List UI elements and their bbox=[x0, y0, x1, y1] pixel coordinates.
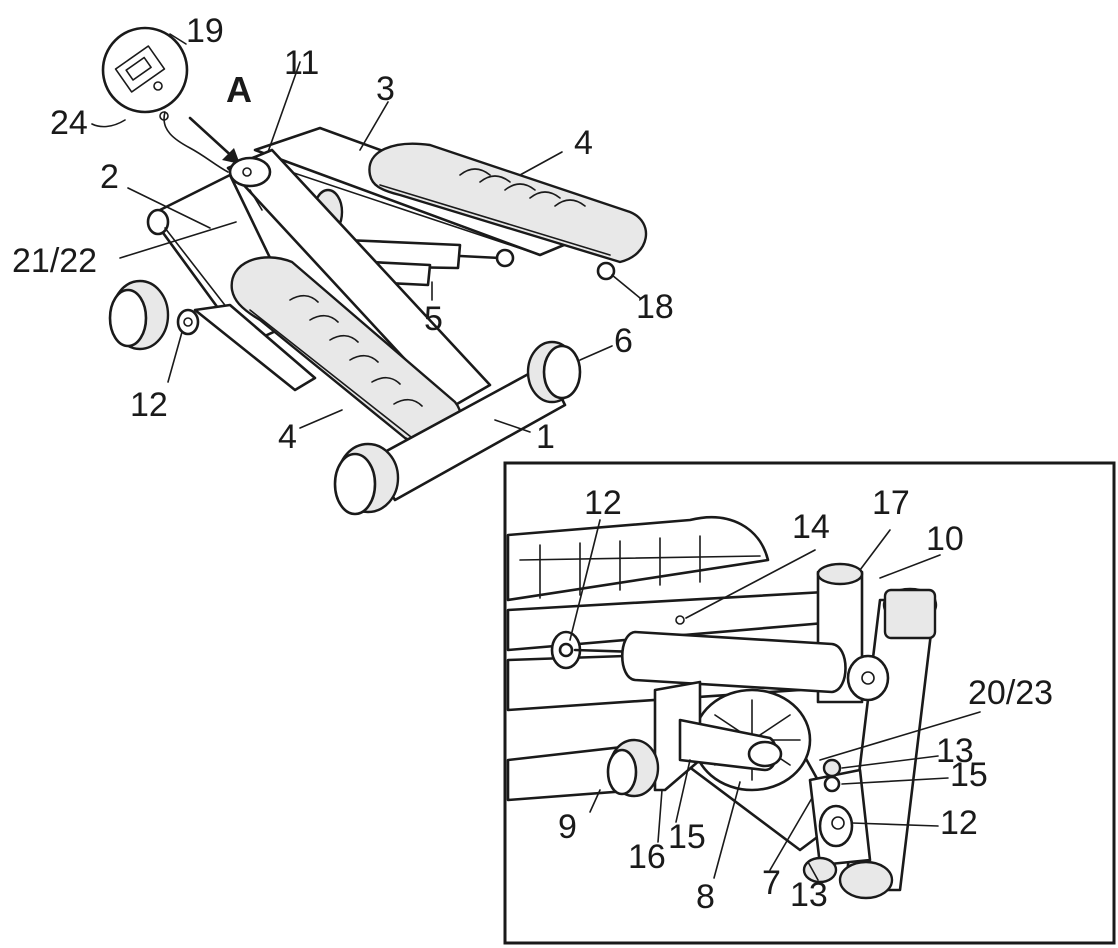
stepper-main-view bbox=[91, 26, 648, 516]
detail-label-13-lower: 13 bbox=[790, 876, 828, 914]
detail-label-13-upper: 13 bbox=[936, 732, 974, 770]
display-computer-icon bbox=[101, 26, 189, 114]
arrow-a-head-icon bbox=[222, 148, 240, 164]
label-6: 6 bbox=[614, 322, 633, 360]
label-3: 3 bbox=[376, 70, 395, 108]
detail-label-15-right: 15 bbox=[950, 756, 988, 794]
cap-17-icon bbox=[816, 562, 864, 586]
label-2: 2 bbox=[100, 158, 119, 196]
label-4-bottom: 4 bbox=[278, 418, 297, 456]
base-tube bbox=[333, 340, 582, 516]
label-21-22: 21/22 bbox=[12, 242, 98, 280]
bolt-12-icon bbox=[176, 308, 200, 336]
cable-plug-icon bbox=[159, 111, 169, 121]
detail-inset bbox=[503, 461, 1116, 945]
foot-cap-18 bbox=[596, 261, 616, 281]
detail-label-20-23: 20/23 bbox=[968, 674, 1054, 712]
label-19: 19 bbox=[186, 12, 224, 50]
nut-13-icon bbox=[822, 758, 842, 778]
washer-15-icon bbox=[823, 775, 841, 793]
label-11: 11 bbox=[284, 44, 320, 82]
detail-label-14: 14 bbox=[792, 508, 830, 546]
detail-label-9: 9 bbox=[558, 808, 577, 846]
label-12-main: 12 bbox=[130, 386, 168, 424]
bolt-12-detail-icon bbox=[831, 816, 845, 830]
detail-label-10: 10 bbox=[926, 520, 964, 558]
detail-label-12-top: 12 bbox=[584, 484, 622, 522]
bolt-12-top-icon bbox=[558, 642, 574, 658]
detail-cylinder bbox=[550, 615, 890, 702]
right-pedal bbox=[368, 142, 648, 264]
detail-label-8: 8 bbox=[696, 878, 715, 916]
hole-14-icon bbox=[675, 615, 685, 625]
detail-label-16: 16 bbox=[628, 838, 666, 876]
label-a: A bbox=[226, 69, 252, 110]
detail-label-17: 17 bbox=[872, 484, 910, 522]
label-5: 5 bbox=[424, 300, 443, 338]
center-post bbox=[226, 148, 492, 410]
detail-label-15-left: 15 bbox=[668, 818, 706, 856]
label-24: 24 bbox=[50, 104, 88, 142]
arrow-a-icon bbox=[188, 116, 238, 162]
label-18: 18 bbox=[636, 288, 674, 326]
sensor-cable bbox=[163, 111, 229, 173]
lower-rear-rod bbox=[193, 303, 317, 392]
detail-label-12-right: 12 bbox=[940, 804, 978, 842]
label-1: 1 bbox=[536, 418, 555, 456]
label-4-top: 4 bbox=[574, 124, 593, 162]
detail-label-7: 7 bbox=[762, 864, 781, 902]
